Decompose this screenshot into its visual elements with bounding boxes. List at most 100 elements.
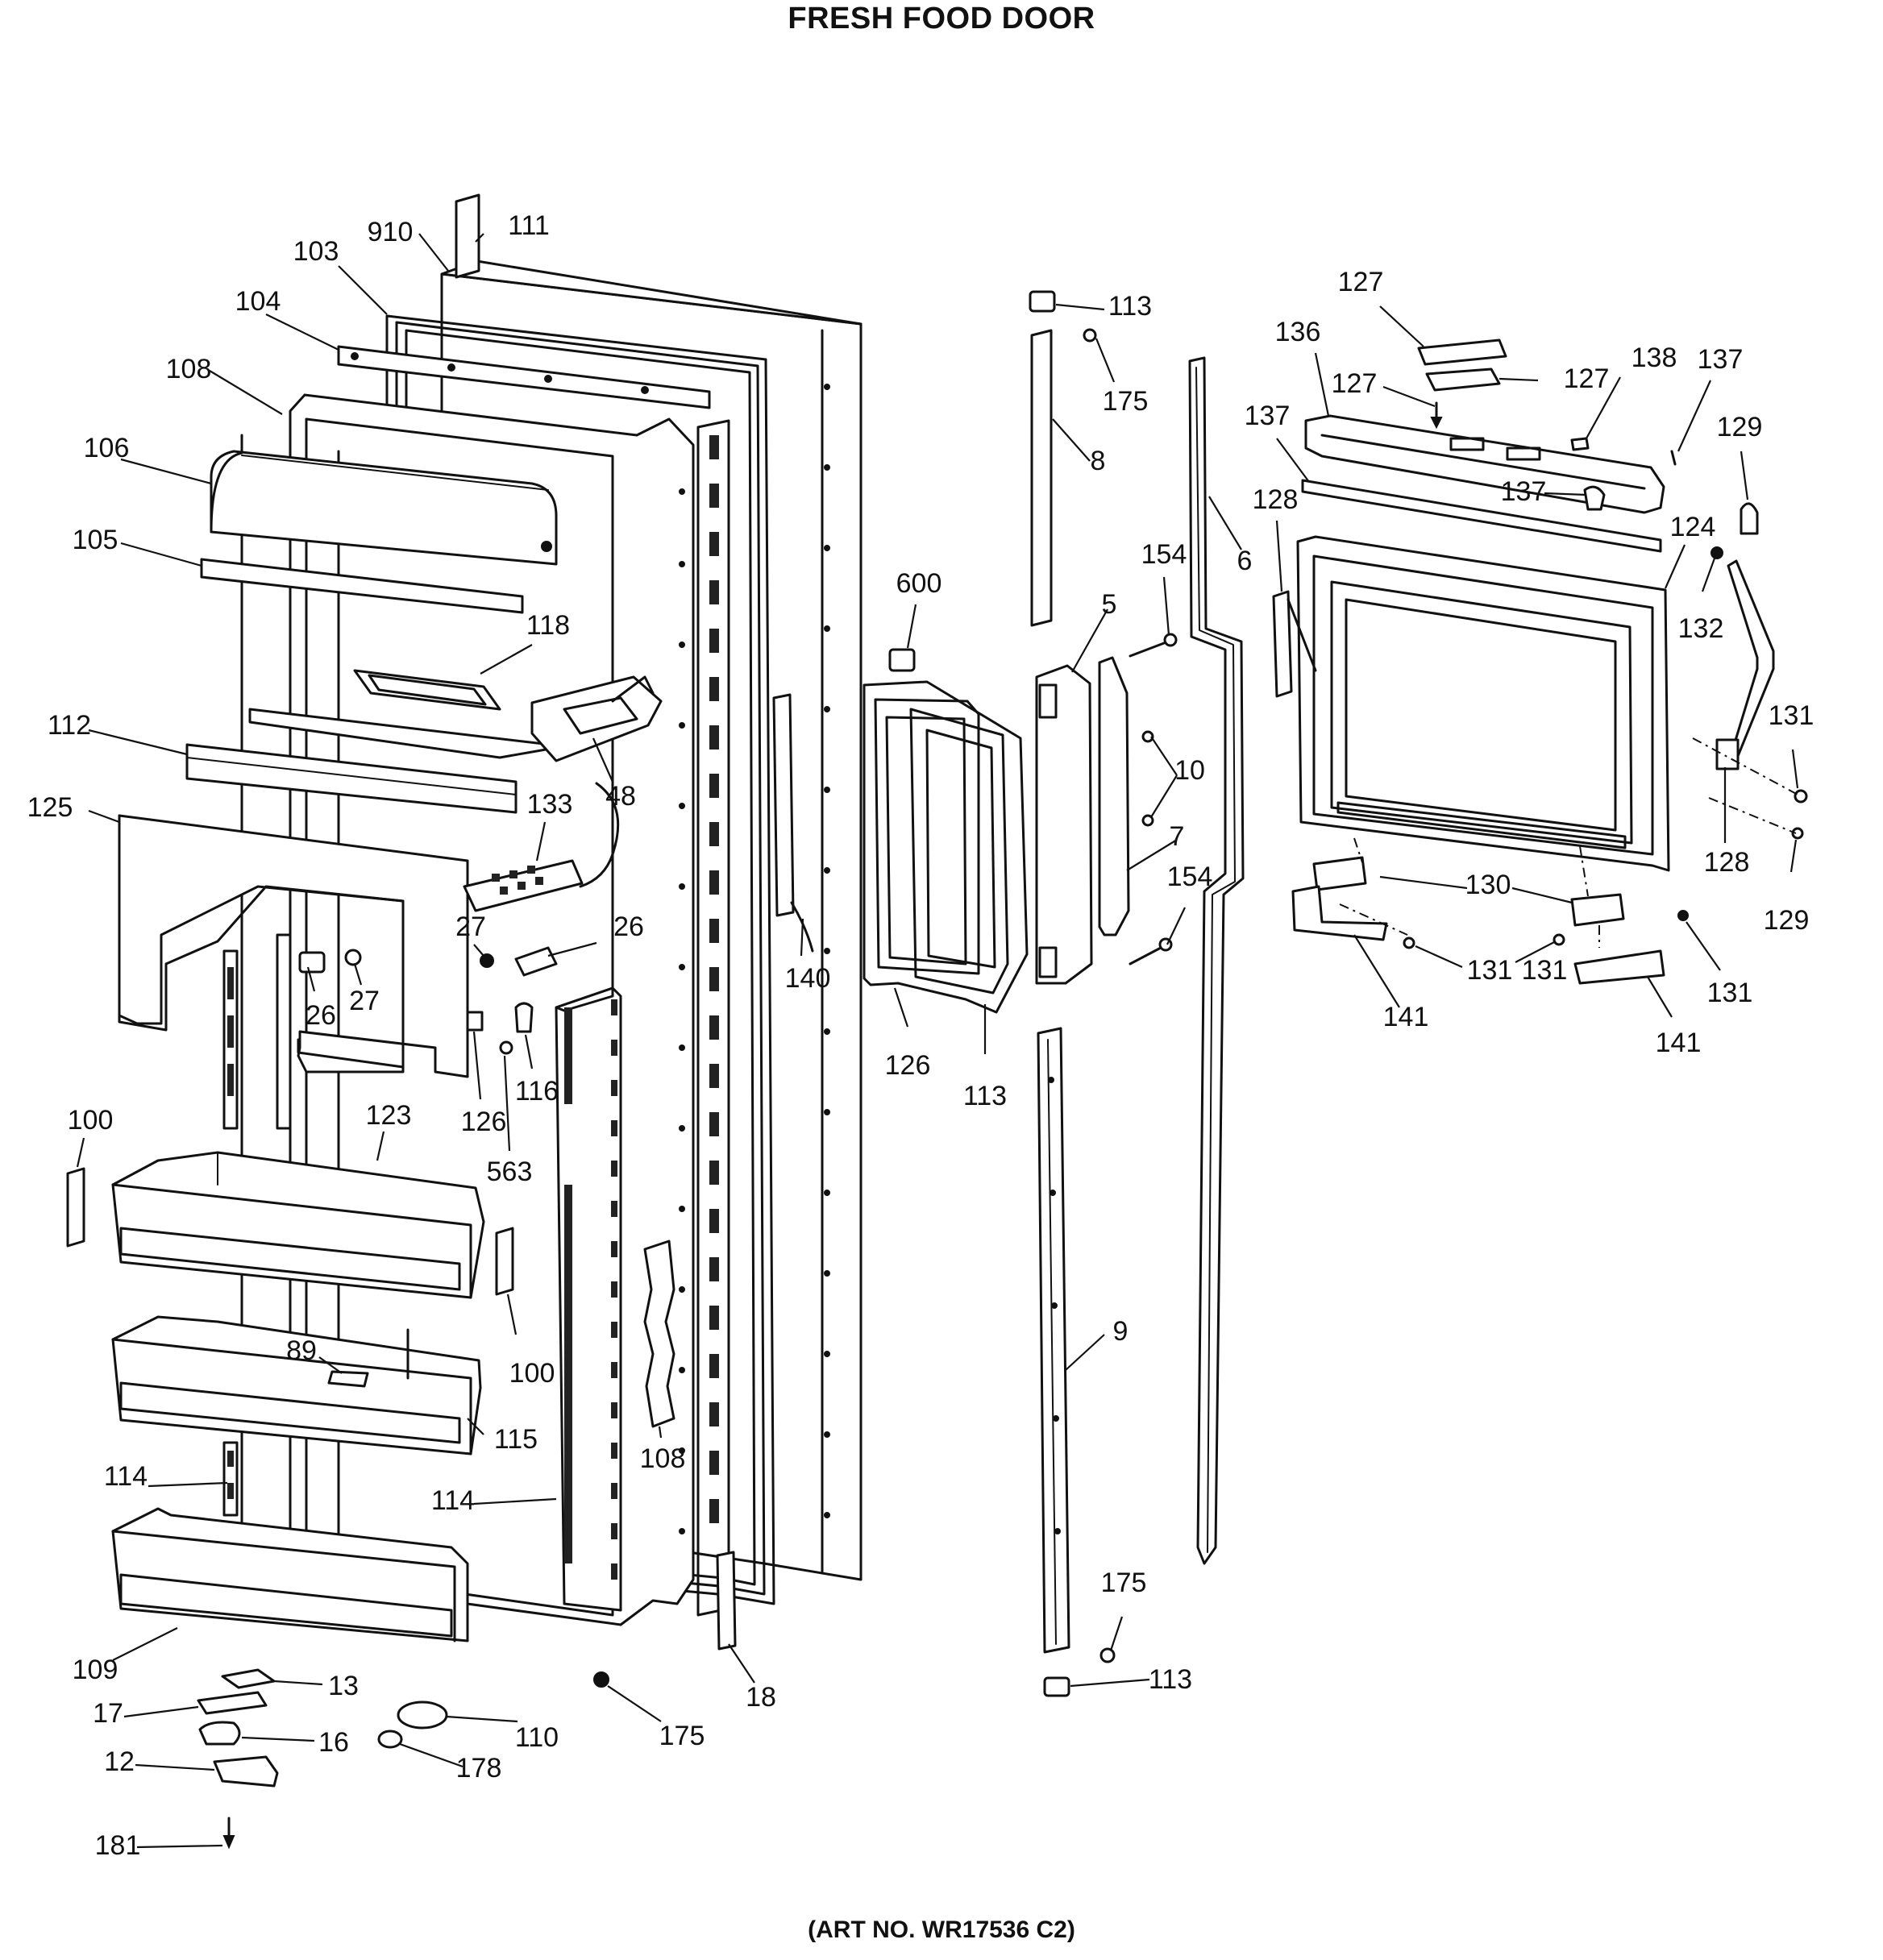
callout-136: 136	[1275, 317, 1321, 347]
callout-110: 110	[515, 1722, 559, 1753]
callout-10: 10	[1174, 755, 1205, 786]
callout-124: 124	[1670, 512, 1716, 542]
callout-103: 103	[293, 236, 339, 267]
handle-trim-7	[1098, 656, 1130, 936]
callout-109: 109	[73, 1655, 118, 1685]
shelf-trim-112	[185, 743, 518, 814]
callout-108-top: 108	[166, 354, 212, 384]
callout-178: 178	[456, 1753, 502, 1784]
callout-123: 123	[366, 1100, 412, 1131]
callout-100-left: 100	[68, 1105, 114, 1136]
callout-175-top: 175	[1103, 386, 1149, 417]
callout-labels: 910 111 103 104 108 106 105 118 112 48 1…	[27, 210, 1814, 1861]
callout-113-mid: 113	[963, 1081, 1007, 1111]
lower-bracket-9	[1037, 1027, 1116, 1697]
small-parts-129-132-131	[1692, 502, 1808, 840]
callout-137-mid: 137	[1501, 476, 1547, 507]
callout-137-top-right: 137	[1698, 344, 1744, 375]
handle-5	[1035, 664, 1093, 985]
callout-910: 910	[368, 217, 414, 247]
callout-140: 140	[785, 963, 831, 994]
bin-retainer-100	[66, 1167, 514, 1296]
frame-126-113	[863, 648, 1029, 1014]
small-parts-110-178-175	[377, 1671, 609, 1749]
callout-105: 105	[73, 525, 118, 555]
callout-175-lower-left: 175	[659, 1721, 705, 1751]
callout-128-right: 128	[1704, 847, 1750, 878]
callout-138: 138	[1632, 343, 1677, 373]
callout-112: 112	[48, 710, 91, 741]
callout-18: 18	[746, 1682, 776, 1713]
egg-tray-133	[463, 859, 584, 912]
callout-125: 125	[27, 792, 73, 823]
shelf-rails-left	[222, 933, 292, 1517]
callout-115: 115	[494, 1424, 538, 1455]
callout-113-lower: 113	[1149, 1664, 1192, 1695]
dairy-compartment-106	[210, 450, 558, 566]
callout-114-right: 114	[431, 1485, 475, 1516]
cover-panel-125	[118, 814, 469, 1078]
callout-118: 118	[526, 610, 570, 641]
callout-141-right: 141	[1656, 1028, 1702, 1058]
callout-114-left: 114	[104, 1461, 148, 1492]
callout-181: 181	[95, 1830, 141, 1861]
dairy-trim-105	[200, 558, 524, 614]
callout-131-lower-right: 131	[1707, 978, 1753, 1008]
callout-128-left: 128	[1253, 484, 1299, 515]
callout-27-b: 27	[349, 986, 380, 1016]
handle-bracket-8	[1029, 290, 1097, 627]
hinge-parts-130-141	[1291, 837, 1689, 985]
callout-12: 12	[104, 1746, 135, 1777]
callout-133: 133	[527, 789, 573, 820]
callout-132: 132	[1678, 613, 1724, 644]
callout-9: 9	[1113, 1316, 1129, 1347]
page-title: FRESH FOOD DOOR	[788, 2, 1095, 35]
callout-100-right: 100	[509, 1358, 555, 1389]
cable-140	[772, 693, 814, 953]
leader-lines	[76, 233, 1799, 1849]
callout-113-top: 113	[1108, 291, 1152, 322]
door-top-trim-104	[337, 345, 711, 409]
small-parts-26-27	[298, 946, 558, 977]
callout-13: 13	[328, 1671, 359, 1701]
callout-154-top: 154	[1141, 539, 1187, 570]
art-number: (ART NO. WR17536 C2)	[808, 1916, 1075, 1943]
callout-6: 6	[1237, 546, 1253, 576]
callout-16: 16	[318, 1727, 349, 1758]
callout-129-top: 129	[1717, 412, 1763, 442]
rail-108-lower	[643, 1240, 675, 1428]
callout-8: 8	[1091, 446, 1106, 476]
callout-127-right: 127	[1564, 363, 1610, 394]
callout-127-top: 127	[1338, 267, 1384, 297]
door-bin-115	[111, 1315, 482, 1455]
callout-127-left: 127	[1332, 368, 1378, 399]
trim-bar-137	[1301, 437, 1677, 553]
callout-89: 89	[286, 1335, 317, 1366]
callout-26-b: 26	[306, 1000, 336, 1031]
screws-10-154	[1129, 633, 1178, 965]
callout-17: 17	[93, 1698, 123, 1729]
callout-27-a: 27	[455, 911, 486, 942]
callout-131-mid: 131	[1467, 955, 1513, 986]
dispenser-door-124	[1296, 535, 1670, 872]
callout-108-lower: 108	[640, 1443, 686, 1474]
callout-5: 5	[1102, 589, 1117, 620]
callout-563: 563	[487, 1156, 533, 1187]
callout-126-mid: 126	[885, 1050, 931, 1081]
cable-module-48	[530, 675, 663, 888]
callout-600: 600	[896, 568, 942, 599]
callout-131-right: 131	[1769, 700, 1814, 731]
hinge-arms-128	[1272, 559, 1775, 770]
door-bin-109	[111, 1507, 469, 1642]
door-bin-123	[111, 1151, 485, 1299]
lower-liner-panel	[466, 986, 622, 1612]
callout-104: 104	[235, 286, 281, 317]
callout-116: 116	[515, 1076, 559, 1107]
top-frame-136	[1304, 414, 1665, 514]
callout-129-lower: 129	[1764, 905, 1810, 936]
callout-154-lower: 154	[1167, 862, 1213, 892]
callout-141-left: 141	[1383, 1002, 1429, 1032]
callout-26-a: 26	[613, 911, 644, 942]
callout-126-left: 126	[461, 1107, 507, 1137]
